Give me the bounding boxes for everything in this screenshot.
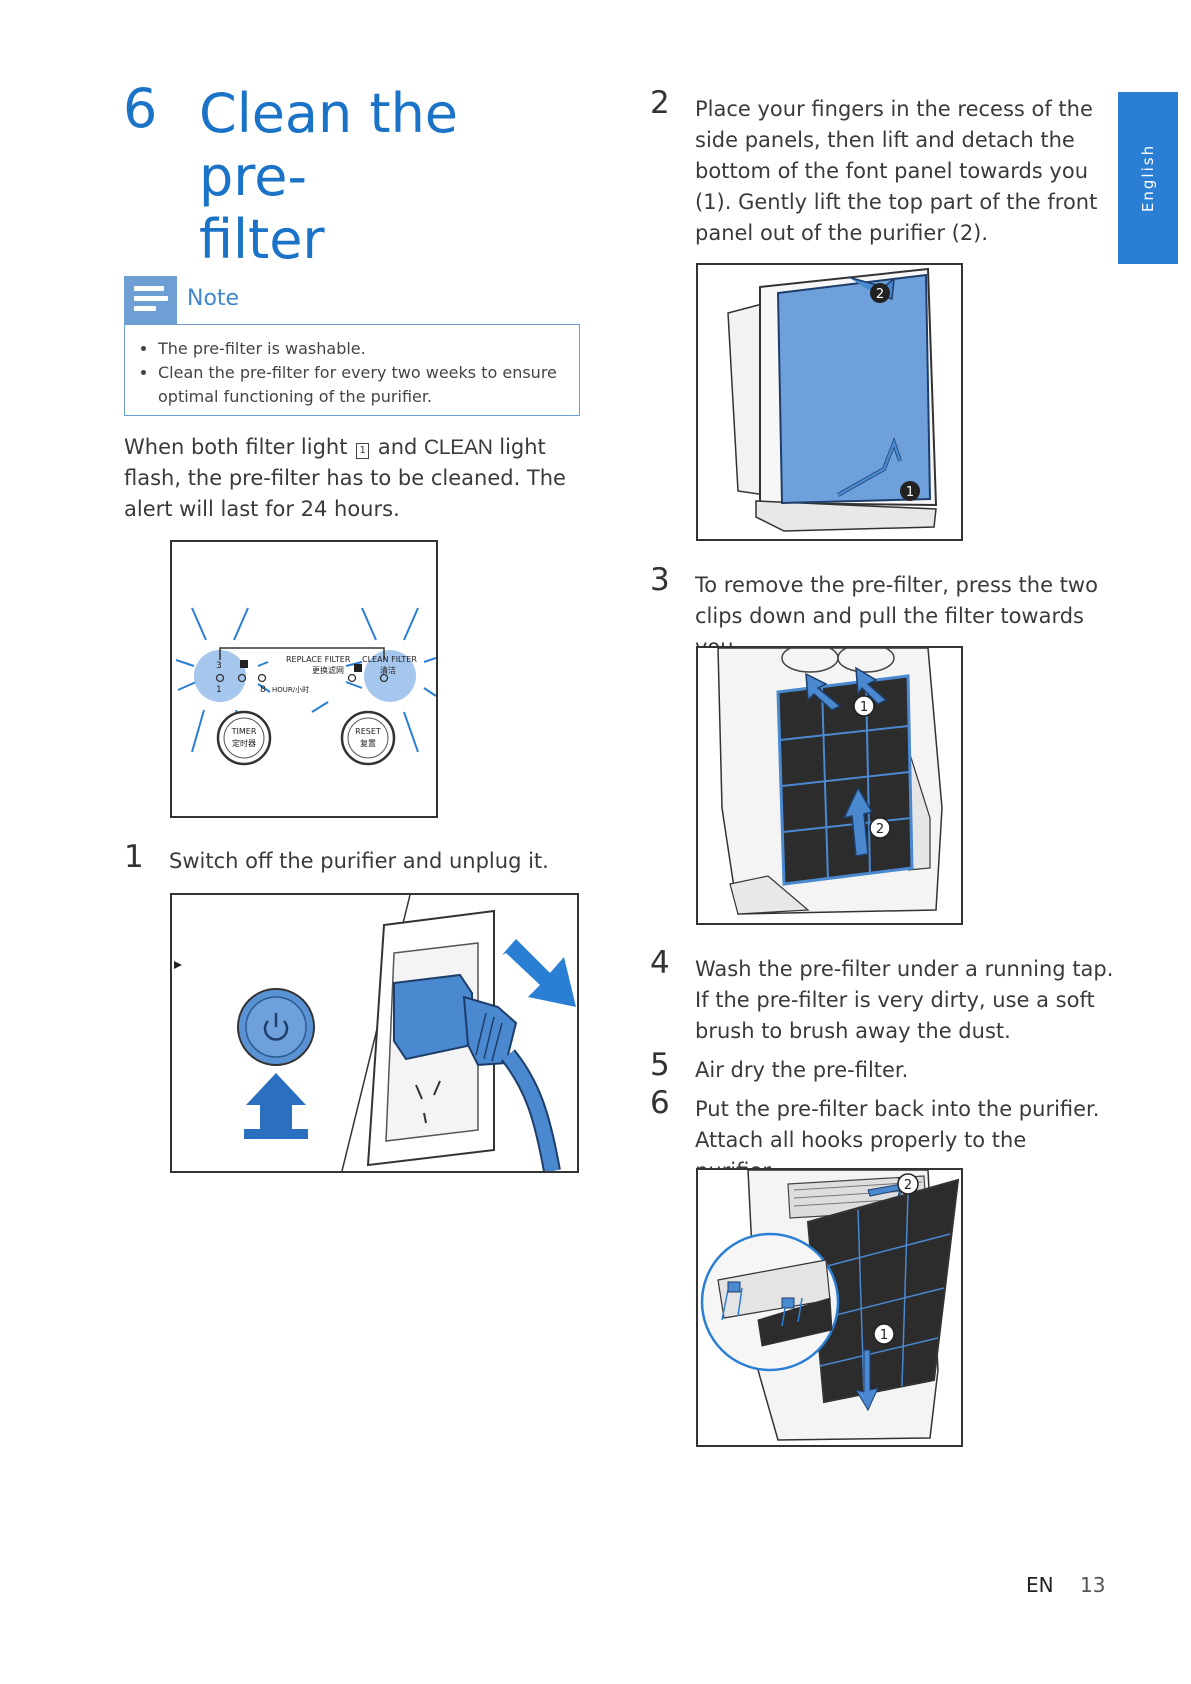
panel-timer-cn: 定时器: [232, 738, 256, 748]
panel-clean-filter-cn: 清洁: [380, 665, 396, 675]
marker-2: 2: [876, 822, 884, 837]
marker-1: 1: [880, 1328, 888, 1343]
note-box: The pre-filter is washable. Clean the pr…: [124, 324, 580, 416]
panel-digit-8: 8: [260, 685, 266, 695]
step-3-number: 3: [650, 562, 670, 598]
marker-1: 1: [906, 485, 914, 500]
reattach-figure: 2 1: [696, 1168, 963, 1447]
step-2-text: Place your fingers in the recess of the …: [695, 97, 1098, 245]
note-icon: [124, 276, 177, 324]
language-tab: English: [1118, 92, 1178, 264]
intro-text-3: light flash, the pre-filter has to be cl…: [124, 435, 566, 521]
prefilter-removal-figure: 1 2: [696, 646, 963, 925]
panel-digit-1: 1: [216, 685, 222, 695]
note-item: Clean the pre-filter for every two weeks…: [158, 361, 565, 409]
chapter-title-line1: Clean the pre-: [199, 82, 459, 208]
step-1-text: Switch off the purifier and unplug it.: [169, 849, 549, 873]
panel-replace-filter-cn: 更换滤网: [312, 665, 344, 675]
panel-reset-label: RESET: [355, 727, 381, 736]
note-label: Note: [187, 286, 240, 311]
intro-text-2: and: [377, 435, 418, 459]
chapter-title: Clean the pre- filter: [199, 82, 579, 271]
marker-1: 1: [860, 700, 868, 715]
intro-paragraph: When both filter light 1 and CLEAN light…: [124, 432, 584, 525]
note-list: The pre-filter is washable. Clean the pr…: [125, 325, 579, 409]
panel-replace-filter-label: REPLACE FILTER: [286, 655, 351, 664]
language-tab-label: English: [1139, 143, 1157, 213]
panel-timer-label: TIMER: [231, 727, 257, 736]
step-2-number: 2: [650, 85, 670, 121]
panel-digit-3: 3: [216, 661, 222, 671]
marker-2: 2: [904, 1178, 912, 1193]
chapter-number: 6: [123, 77, 158, 140]
unplug-figure: [170, 893, 579, 1173]
panel-hour-label: HOUR/小时: [272, 685, 309, 694]
note-item: The pre-filter is washable.: [158, 337, 565, 361]
page-number: 13: [1080, 1573, 1106, 1597]
step-4-text: Wash the pre-filter under a running tap.…: [695, 957, 1114, 1043]
chapter-title-line2: filter: [199, 208, 325, 271]
footer-language: EN: [1026, 1573, 1054, 1597]
front-panel-figure: 2 1: [696, 263, 963, 541]
filter-light-icon: 1: [356, 443, 370, 459]
panel-reset-cn: 复置: [360, 738, 376, 748]
step-6-number: 6: [650, 1085, 670, 1121]
step-5-text: Air dry the pre-filter.: [695, 1058, 909, 1082]
panel-clean-filter-label: CLEAN FILTER: [362, 655, 417, 664]
intro-clean-word: CLEAN: [424, 436, 493, 459]
step-4-number: 4: [650, 945, 670, 981]
marker-2: 2: [876, 287, 884, 302]
intro-text-1: When both filter light: [124, 435, 348, 459]
step-1-number: 1: [124, 839, 144, 875]
step-5-number: 5: [650, 1047, 670, 1083]
control-panel-figure: REPLACE FILTER 更换滤网 CLEAN FILTER 清洁 HOUR…: [170, 540, 438, 818]
